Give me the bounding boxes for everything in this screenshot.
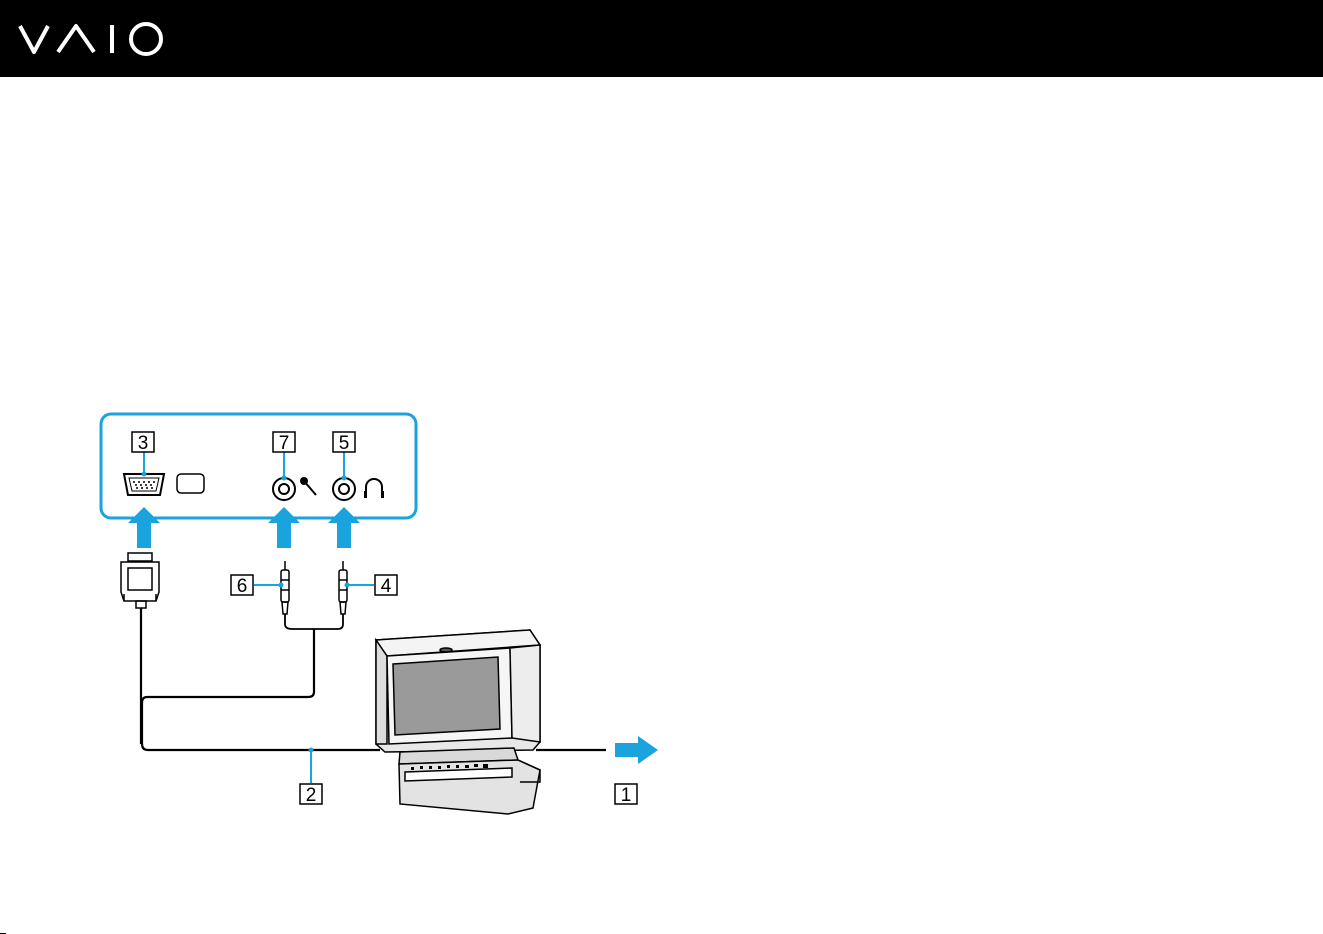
svg-text:7: 7 bbox=[279, 433, 290, 454]
vga-port-icon bbox=[124, 474, 164, 495]
callout-6: 6 bbox=[231, 575, 253, 597]
crt-monitor-icon bbox=[376, 630, 540, 814]
direction-arrow-icon bbox=[615, 736, 658, 764]
audio-cable bbox=[142, 629, 380, 750]
port-panel bbox=[101, 414, 416, 518]
svg-text:3: 3 bbox=[138, 433, 149, 454]
svg-text:6: 6 bbox=[237, 576, 248, 597]
callout-2: 2 bbox=[300, 784, 322, 806]
callout-1: 1 bbox=[615, 784, 637, 806]
up-arrow-icon bbox=[328, 507, 360, 548]
callout-5: 5 bbox=[333, 432, 355, 454]
headphone-jack-icon bbox=[333, 478, 355, 500]
svg-text:5: 5 bbox=[339, 433, 350, 454]
svg-text:1: 1 bbox=[621, 785, 632, 806]
monitor-port-icon bbox=[177, 474, 204, 493]
vga-plug-icon bbox=[121, 553, 159, 608]
microphone-icon bbox=[300, 477, 316, 495]
callout-7: 7 bbox=[273, 432, 295, 454]
audio-plug-icon bbox=[339, 561, 347, 614]
callout-3: 3 bbox=[132, 432, 154, 454]
audio-cable bbox=[285, 614, 343, 629]
headphone-icon bbox=[364, 479, 384, 498]
mic-jack-icon bbox=[273, 478, 295, 500]
callout-4: 4 bbox=[375, 575, 397, 597]
svg-text:2: 2 bbox=[306, 785, 317, 806]
svg-text:4: 4 bbox=[381, 576, 392, 597]
audio-plug-icon bbox=[281, 561, 289, 614]
up-arrow-icon bbox=[268, 507, 300, 548]
up-arrow-icon bbox=[128, 507, 160, 548]
